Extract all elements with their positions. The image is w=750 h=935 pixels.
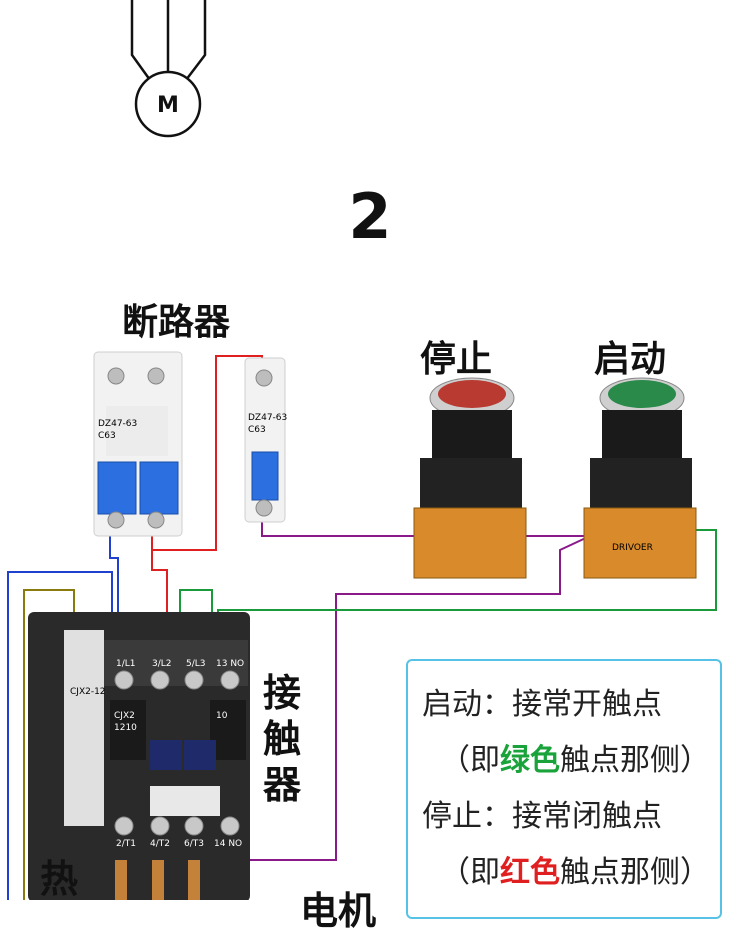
contactor-b4: 14 NO [214, 839, 242, 849]
contactor-t4: 13 NO [216, 659, 244, 669]
stop-button-device [413, 377, 527, 579]
contactor-code: CJX2 [114, 711, 135, 721]
start-label: 启动 [594, 339, 667, 380]
contactor-t3: 5/L3 [186, 659, 206, 669]
start-button-brand: DRIVOER [612, 543, 653, 553]
note-green-text: 绿色 [500, 743, 560, 778]
breaker-1p [244, 357, 286, 523]
breaker-2p-model: DZ47-63 [98, 419, 137, 429]
breaker-label: 断路器 [122, 302, 231, 343]
stop-label: 停止 [420, 339, 493, 380]
wiring-diagram: M DZ47-63 C63 DZ47-63 C63 [7, 0, 717, 900]
note-paren-close-2: 触点那侧） [560, 855, 710, 890]
breaker-1p-model: DZ47-63 [248, 413, 287, 423]
contactor-t1: 1/L1 [116, 659, 136, 669]
contactor-label: 接触器 [263, 671, 302, 807]
contactor-code2: 1210 [114, 723, 137, 733]
note-line-start: 启动：接常开触点 [422, 687, 662, 722]
start-button-device [583, 377, 697, 579]
motor-label: 电机 [300, 889, 377, 933]
motor-symbol-circle [134, 70, 202, 138]
contactor-device [28, 612, 250, 900]
contactor-model: CJX2-12 [70, 687, 106, 697]
note-line-stop: 停止：接常闭触点 [422, 799, 662, 834]
wire-purple-stop [261, 520, 433, 537]
note-red-text: 红色 [500, 855, 560, 890]
wire-blue-breaker [109, 535, 119, 660]
motor-leads [130, 0, 207, 81]
motor-symbol-letter: M [157, 93, 179, 118]
contactor-b3: 6/T3 [184, 839, 204, 849]
contactor-b1: 2/T1 [116, 839, 136, 849]
breaker-2p [93, 351, 183, 537]
wiring-note-box: 启动：接常开触点 （即绿色触点那侧） 停止：接常闭触点 （即红色触点那侧） [406, 659, 722, 919]
wire-olive-outer [23, 589, 75, 900]
note-paren-close: 触点那侧） [560, 743, 710, 778]
thermal-relay-label: 热 [40, 857, 79, 901]
wire-red-contactor [151, 535, 168, 640]
contactor-b2: 4/T2 [150, 839, 170, 849]
breaker-1p-rating: C63 [248, 425, 266, 435]
note-line-start-detail: （即绿色触点那侧） [440, 735, 710, 779]
step-number: 2 [348, 180, 392, 253]
note-paren-open-2: （即 [440, 855, 500, 890]
note-line-stop-detail: （即红色触点那侧） [440, 847, 710, 891]
breaker-2p-rating: C63 [98, 431, 116, 441]
contactor-aux: 10 [216, 711, 228, 721]
note-paren-open: （即 [440, 743, 500, 778]
contactor-t2: 3/L2 [152, 659, 172, 669]
wire-blue-outer [7, 571, 113, 900]
